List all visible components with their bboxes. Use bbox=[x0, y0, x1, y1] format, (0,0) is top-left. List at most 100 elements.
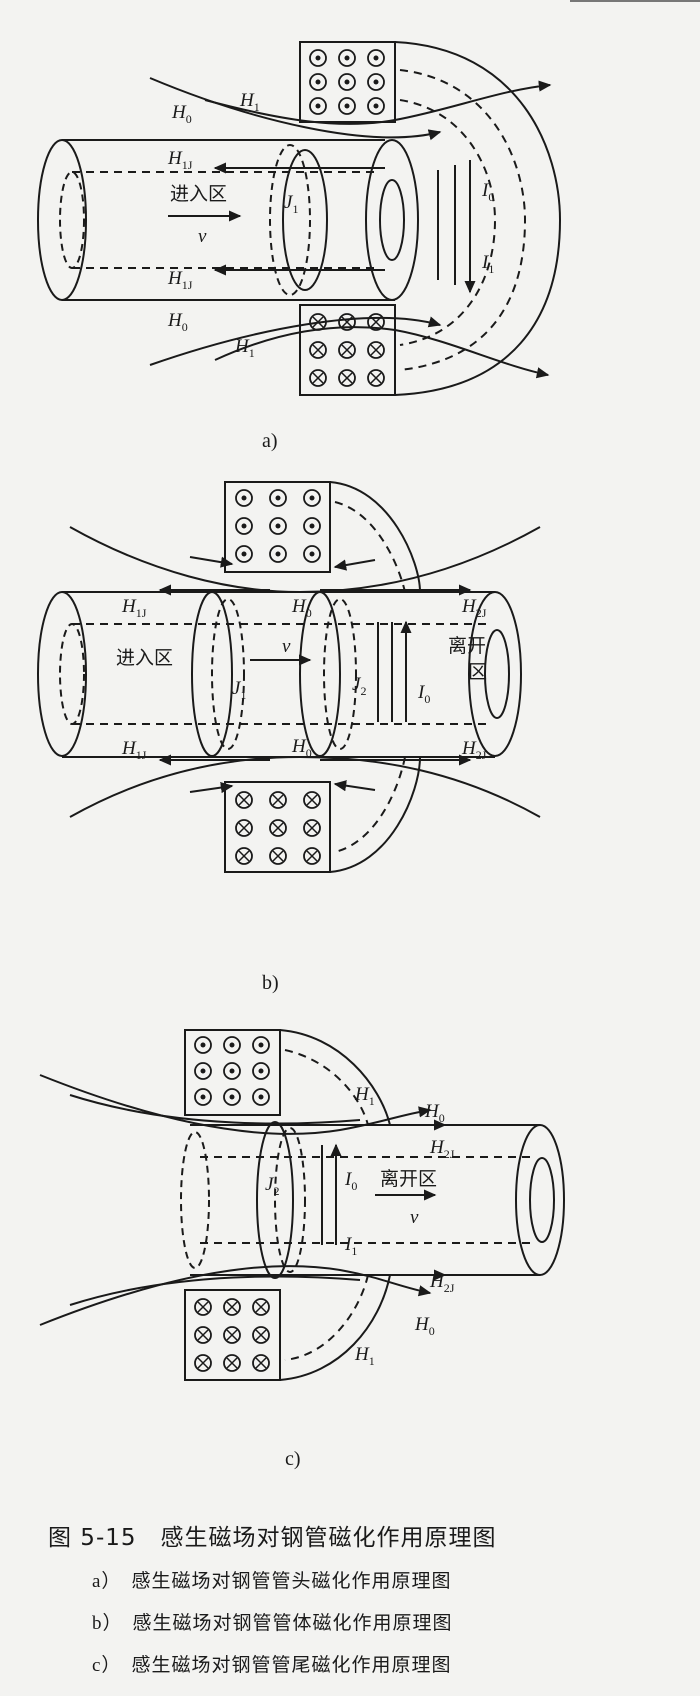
coil-top-dots bbox=[309, 49, 385, 115]
field-line-h1-bot bbox=[214, 326, 550, 379]
pipe-bore-lines bbox=[72, 623, 490, 725]
label-h1j-top: H1J bbox=[121, 596, 147, 620]
pipe-right-end bbox=[468, 591, 522, 757]
pipe-right-bore bbox=[484, 629, 510, 719]
label-h0-top: H0 bbox=[291, 596, 312, 620]
field-line-h0-bot bbox=[149, 316, 442, 366]
diagram-c-svg: H1 H0 H2J I0 离开区 J2 v I1 H2J H0 H1 bbox=[39, 1029, 565, 1381]
pipe-left-bore bbox=[59, 623, 85, 725]
caption-item-a: a）感生磁场对钢管管头磁化作用原理图 bbox=[92, 1566, 451, 1593]
label-v: v bbox=[410, 1207, 419, 1228]
panel-a-label: a) bbox=[262, 430, 278, 452]
label-h2j-bot: H2J bbox=[461, 738, 487, 762]
field-line-bot-2 bbox=[69, 1275, 361, 1306]
eddy-loop-j2-dashed bbox=[323, 598, 357, 750]
coil-bottom-block bbox=[184, 1289, 281, 1381]
label-exit-zone: 离开区 bbox=[380, 1168, 437, 1190]
label-v: v bbox=[198, 226, 207, 247]
field-line-h1-bot bbox=[39, 1265, 432, 1326]
label-h1-top: H1 bbox=[239, 90, 260, 114]
diagram-a-svg: H0 H1 H1J 进入区 v J1 I0 I1 H1J H0 H1 bbox=[37, 41, 562, 396]
label-h2j-bot: H2J bbox=[429, 1271, 455, 1295]
eddy-loop-j2 bbox=[256, 1121, 294, 1279]
field-line-h1-top bbox=[204, 80, 552, 125]
coil-inner-arc-2 bbox=[399, 99, 497, 346]
pipe-left-end bbox=[37, 139, 87, 301]
label-h0-top: H0 bbox=[171, 102, 192, 126]
coil-outer-arc bbox=[394, 41, 562, 396]
label-i0: I0 bbox=[417, 682, 430, 706]
label-entry-zone: 进入区 bbox=[170, 183, 227, 205]
page-top-rule bbox=[570, 0, 700, 2]
caption-item-tag: c） bbox=[92, 1655, 122, 1676]
coil-top-block bbox=[299, 41, 396, 123]
coil-bottom-block bbox=[224, 781, 331, 873]
label-h2j-top: H2J bbox=[429, 1137, 455, 1161]
label-h0-bot: H0 bbox=[291, 736, 312, 760]
coil-inner-arc-1 bbox=[399, 69, 527, 371]
caption-item-c: c） 感生磁场对钢管管尾磁化作用原理图 bbox=[92, 1650, 451, 1677]
field-line-top-2 bbox=[69, 1094, 361, 1125]
field-arrow-out-bot bbox=[333, 780, 376, 792]
label-h1-bot: H1 bbox=[234, 336, 255, 360]
panel-b-label: b) bbox=[262, 972, 279, 994]
eddy-loop-j1 bbox=[191, 591, 233, 757]
caption-item-text: 感生磁场对钢管管体磁化作用原理图 bbox=[132, 1612, 453, 1634]
diagram-panel-a: H0 H1 H1J 进入区 v J1 I0 I1 H1J H0 H1 bbox=[0, 30, 700, 430]
label-h1j-top: H1J bbox=[167, 148, 193, 172]
label-j2: J2 bbox=[352, 674, 366, 698]
coil-outer-arc bbox=[329, 481, 421, 873]
diagram-b-svg: H1J H0 H2J v 进入区 离开 区 J1 J2 I0 H1J H0 H2… bbox=[37, 481, 541, 873]
pipe-left-end-dashed bbox=[180, 1131, 210, 1269]
field-line-bottom-outer bbox=[69, 755, 541, 818]
figure-title: 感生磁场对钢管磁化作用原理图 bbox=[160, 1525, 497, 1551]
eddy-loop-j1b bbox=[282, 149, 328, 291]
coil-inner-arc bbox=[334, 501, 406, 853]
label-h1j-bot: H1J bbox=[121, 738, 147, 762]
label-h1-bot: H1 bbox=[354, 1344, 375, 1368]
label-h0-top: H0 bbox=[424, 1101, 445, 1125]
label-h0-bot: H0 bbox=[167, 310, 188, 334]
coil-inner-arc bbox=[284, 1049, 369, 1361]
coil-outer-arc bbox=[279, 1029, 391, 1381]
coil-bottom-crosses bbox=[309, 313, 385, 387]
field-line-h1-top bbox=[39, 1074, 432, 1135]
label-i1: I1 bbox=[344, 1234, 357, 1258]
pipe-right-bore bbox=[529, 1157, 555, 1243]
diagram-panel-b: H1J H0 H2J v 进入区 离开 区 J1 J2 I0 H1J H0 H2… bbox=[0, 472, 700, 892]
label-h1-top: H1 bbox=[354, 1084, 375, 1108]
label-j1: J1 bbox=[232, 678, 246, 702]
label-i1: I1 bbox=[481, 252, 494, 276]
caption-item-tag: b） bbox=[92, 1613, 123, 1634]
field-line-top-outer bbox=[69, 526, 541, 594]
pipe-right-end bbox=[365, 139, 419, 301]
caption-item-text: 感生磁场对钢管管尾磁化作用原理图 bbox=[131, 1654, 452, 1676]
label-h2j-top: H2J bbox=[461, 596, 487, 620]
pipe-right-bore bbox=[379, 179, 405, 261]
pipe-left-bore bbox=[59, 171, 85, 269]
current-arrows-i0 bbox=[377, 622, 406, 722]
coil-top-block bbox=[184, 1029, 281, 1116]
figure-caption: 图 5-15 感生磁场对钢管磁化作用原理图 bbox=[48, 1518, 497, 1552]
label-j1: J1 bbox=[284, 192, 298, 216]
current-arrows-i0 bbox=[321, 1145, 336, 1245]
label-v: v bbox=[282, 636, 291, 657]
eddy-loop-j1-dashed bbox=[211, 598, 245, 750]
pipe-bore-lines bbox=[200, 1156, 535, 1244]
label-entry-zone: 进入区 bbox=[116, 647, 173, 669]
caption-item-b: b） 感生磁场对钢管管体磁化作用原理图 bbox=[92, 1608, 453, 1635]
label-exit-zone-1: 离开 bbox=[448, 635, 486, 657]
figure-number: 图 5-15 bbox=[48, 1525, 137, 1551]
diagram-panel-c: H1 H0 H2J I0 离开区 J2 v I1 H2J H0 H1 bbox=[0, 1025, 700, 1425]
label-h1j-bot: H1J bbox=[167, 268, 193, 292]
coil-bottom-block bbox=[299, 304, 396, 396]
label-i0: I0 bbox=[344, 1169, 357, 1193]
panel-c-label: c) bbox=[285, 1448, 301, 1470]
pipe-left-end bbox=[37, 591, 87, 757]
label-h0-bot: H0 bbox=[414, 1314, 435, 1338]
field-arrow-out-top bbox=[333, 559, 376, 571]
pipe-right-end bbox=[515, 1124, 565, 1276]
field-line-h0-top bbox=[149, 77, 442, 141]
eddy-loop-j2-dashed bbox=[274, 1127, 306, 1273]
field-arrow-in-bot bbox=[189, 782, 234, 794]
